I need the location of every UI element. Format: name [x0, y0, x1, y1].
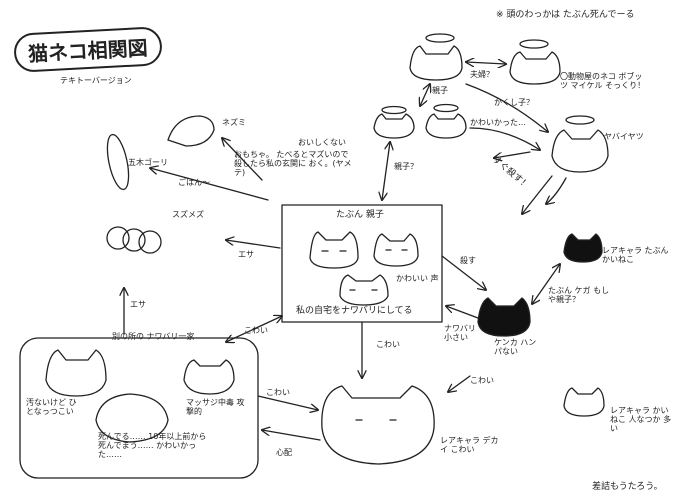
other-cat-sleeping — [95, 393, 169, 443]
central-cat-left — [309, 231, 359, 269]
cute-voice-label: かわいい 声 — [396, 274, 439, 283]
arrow-to-mouse — [222, 138, 263, 181]
arrow-central-to-heaven — [382, 142, 390, 200]
arrow-to-cockroach — [150, 168, 269, 201]
arrow-kill-2 — [546, 177, 567, 204]
central-cat-right — [373, 233, 419, 267]
rare-cat-label: レアキャラ たぶんかいねこ — [602, 246, 669, 265]
rare-cat-2-label: レアキャラ かいねこ 人なつか 多い — [610, 406, 672, 434]
central-box-caption: 私の自宅をナワバリにしてる — [296, 306, 413, 316]
maybe-parent-label: たぶん ケガ もしや親子？ — [548, 286, 610, 305]
black-cat — [477, 297, 531, 337]
food-label-2: エサ — [238, 250, 254, 259]
arrow-to-other-territory — [226, 316, 282, 342]
sparrows — [106, 226, 162, 254]
parent-child-label: 親子 — [432, 86, 448, 95]
diagram-title: 猫ネコ相関図 — [13, 26, 163, 73]
heaven-cat-1 — [409, 33, 463, 81]
was-cute-label: かわいかった… — [470, 118, 526, 127]
mouse-label: ネズミ — [222, 118, 246, 127]
worry-label: 心配 — [276, 448, 292, 457]
heaven-kitten-1 — [373, 105, 415, 139]
food-label-3: エサ — [130, 300, 146, 309]
arrow-black-to-big — [448, 375, 471, 392]
heaven-kitten-2 — [425, 103, 467, 139]
parent-q-label: 親子？ — [394, 162, 418, 171]
arrow-kill-3 — [494, 151, 531, 158]
arrow-central-to-black — [441, 255, 486, 290]
arrow-big-to-other — [262, 430, 321, 441]
cockroach-label: 五木ゴーリ — [128, 158, 168, 167]
michael-label: 〇動物屋のネコ ボブッツ マイケル そっくり！ — [560, 72, 646, 91]
not-tasty-label: おいしくない — [298, 138, 346, 147]
food-label: ごはん〜 — [178, 178, 210, 187]
toy-label: おもちゃ。 たべるとマズいので 殺したら私の玄関に おく。(ヤメテ) — [234, 150, 352, 178]
arrow-other-to-big — [257, 395, 318, 410]
scary-label-2: こわい — [376, 340, 400, 349]
mouse — [167, 115, 215, 147]
scary-label-4: こわい — [470, 376, 494, 385]
footer-signature: 差詰もうたろう。 — [592, 482, 663, 492]
dirty-friendly-label: 汚ないけど ひとなっつこい — [26, 398, 77, 417]
rare-cat-2 — [563, 387, 605, 417]
kill-label-2: 殺す — [460, 256, 476, 265]
scary-label-3: こわい — [266, 388, 290, 397]
central-box-label: たぶん 親子 — [336, 210, 384, 220]
secret-child-label: かくし子？ — [494, 98, 534, 107]
heaven-cat-2 — [509, 39, 561, 85]
massage-label: マッサジ中毒 攻撃的 — [186, 398, 245, 417]
sleeping-cat-label: 死んでる…… 10年以上前から 死んでまう…… かわいかった…… — [98, 432, 207, 460]
arrow-kill-1 — [522, 175, 553, 214]
big-cat-label: レアキャラ デカイ こわい — [440, 436, 499, 455]
arrow-to-sparrows — [226, 240, 281, 249]
black-cat-label: ケンカ ハンパない — [494, 338, 537, 357]
sparrows-label: スズメズ — [172, 210, 204, 219]
big-cat — [321, 385, 435, 465]
husband-label: 夫婦？ — [470, 70, 494, 79]
other-cat-2 — [183, 359, 235, 395]
arrow-secret-child — [465, 83, 548, 132]
arrow-husband — [466, 62, 506, 64]
territory-small-label: ナワバリ 小さい — [444, 324, 476, 343]
arrow-kawaii — [469, 127, 540, 150]
scary-label: こわい — [244, 326, 268, 335]
rare-small-cat — [563, 233, 603, 263]
other-cat-1 — [45, 349, 107, 397]
diagram-subtitle: テキトーバージョン — [60, 76, 132, 85]
cockroach — [106, 133, 130, 191]
central-cat-bottom — [339, 274, 389, 306]
arrow-parent-down — [420, 84, 430, 106]
heaven-note: ※ 頭のわっかは たぶん死んでーる — [496, 10, 635, 20]
arrow-black-to-central — [446, 306, 479, 319]
other-territory-label: 別の所の ナワバリ一家 — [112, 332, 195, 341]
dangerous-label: ヤバイヤツ — [604, 132, 644, 141]
heaven-bad-cat — [551, 115, 609, 173]
arrow-black-to-rare — [532, 264, 560, 304]
other-territory-box — [19, 337, 259, 479]
